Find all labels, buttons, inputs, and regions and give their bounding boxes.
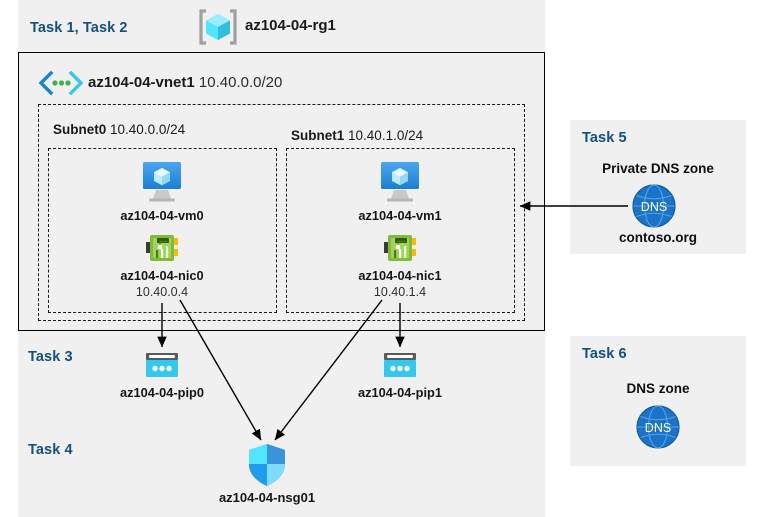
task-label-1-2: Task 1, Task 2 [30, 20, 128, 36]
subnet1-title: Subnet1 10.40.1.0/24 [291, 128, 424, 143]
private-dns-zone-name: contoso.org [619, 230, 697, 245]
virtual-network-title: az104-04-vnet1 10.40.0.0/20 [88, 74, 283, 91]
pip0-label: az104-04-pip0 [120, 385, 204, 400]
nic1-ip: 10.40.1.4 [373, 285, 427, 299]
private-dns-zone-heading: Private DNS zone [602, 161, 714, 176]
subnet0-title: Subnet0 10.40.0.0/24 [53, 122, 186, 137]
network-security-group-shield-icon [247, 443, 287, 487]
pip1-label: az104-04-pip1 [358, 385, 442, 400]
nic0-ip: 10.40.0.4 [135, 285, 189, 299]
virtual-network-cidr: 10.40.0.0/20 [198, 74, 283, 91]
task-label-4: Task 4 [28, 442, 73, 458]
dns-icon-text: DNS [645, 421, 671, 435]
public-ip-address-icon [383, 352, 417, 380]
resource-group-cube-icon [198, 8, 238, 46]
virtual-machine-icon [374, 160, 426, 204]
subnet0-cidr: 10.40.0.0/24 [110, 122, 186, 137]
resource-group-name: az104-04-rg1 [245, 17, 336, 34]
vm1-label: az104-04-vm1 [358, 208, 442, 223]
public-ip-address-icon [145, 352, 179, 380]
dns-icon-text: DNS [641, 200, 667, 214]
dns-globe-icon: DNS [632, 184, 676, 228]
dns-globe-icon: DNS [636, 405, 680, 449]
nsg-label: az104-04-nsg01 [218, 490, 316, 505]
subnet1-cidr: 10.40.1.0/24 [348, 128, 424, 143]
network-interface-icon [145, 233, 179, 265]
nic1-label: az104-04-nic1 [358, 268, 442, 283]
virtual-machine-icon [136, 160, 188, 204]
virtual-network-icon [38, 70, 84, 96]
dns-zone-heading: DNS zone [626, 381, 690, 396]
task-label-5: Task 5 [582, 130, 627, 146]
vm0-label: az104-04-vm0 [120, 208, 204, 223]
nic0-label: az104-04-nic0 [120, 268, 204, 283]
task-label-3: Task 3 [28, 349, 73, 365]
task-label-6: Task 6 [582, 346, 627, 362]
task3-panel [18, 339, 545, 411]
network-interface-icon [383, 233, 417, 265]
